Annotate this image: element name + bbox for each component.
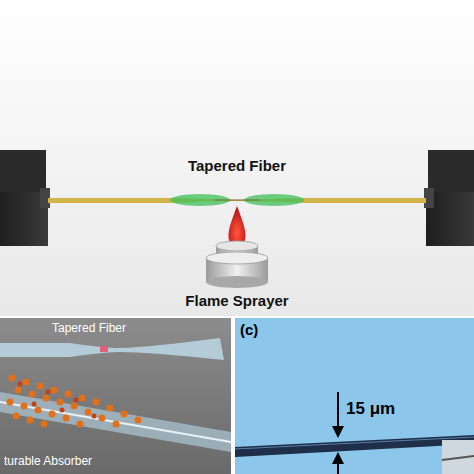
panel-label: (c)	[240, 322, 258, 339]
part-label: Flame Sprayer	[185, 293, 288, 310]
part-label: turable Absorber	[4, 455, 92, 468]
part-label: Tapered Fiber	[188, 158, 286, 175]
part-label: Tapered Fiber	[52, 322, 126, 335]
dimension-label: 15 μm	[346, 400, 395, 419]
